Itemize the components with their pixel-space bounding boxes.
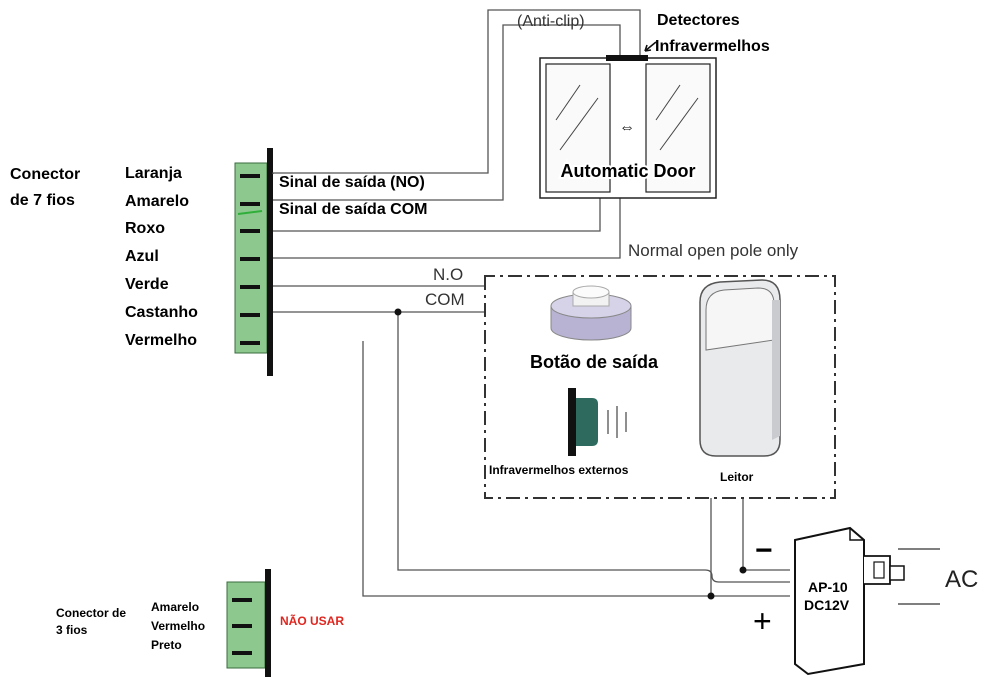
detector-pointer-arrow — [644, 41, 657, 52]
wire-label-roxo: Roxo — [125, 220, 165, 237]
wire-label-castanho: Castanho — [125, 304, 198, 321]
connector3-title-line1: Conector de — [56, 606, 126, 620]
connector7-green-tick — [237, 210, 263, 215]
detectors-label-line1: Detectores — [657, 12, 740, 29]
door-left-panel — [545, 63, 611, 193]
wire-vermelho — [362, 341, 790, 597]
connector7-title-line1: Conector — [10, 166, 80, 183]
infrared-sensor-icon — [568, 388, 627, 456]
relay-com-label: COM — [425, 290, 465, 309]
wire-castanho-drop — [397, 312, 705, 571]
wires — [272, 9, 790, 597]
connector3-bar — [265, 569, 271, 677]
connector3-wire-preto: Preto — [151, 638, 182, 652]
automatic-door: ⇔ Automatic Door — [539, 55, 717, 199]
wire-laranja — [272, 9, 641, 174]
power-model-line1: AP-10 — [808, 579, 848, 595]
connector3-wire-vermelho: Vermelho — [151, 619, 205, 633]
connector7-title-line2: de 7 fios — [10, 192, 75, 209]
wire-label-amarelo: Amarelo — [125, 193, 189, 210]
device-box — [484, 275, 836, 499]
reader-label: Leitor — [720, 470, 754, 484]
connector7-wire-labels: Laranja Amarelo Roxo Azul Verde Castanho… — [125, 165, 198, 349]
wire-label-laranja: Laranja — [125, 165, 182, 182]
relay-no-label: N.O — [433, 265, 463, 284]
connector3-wire-amarelo: Amarelo — [151, 600, 199, 614]
door-label: Automatic Door — [561, 161, 696, 181]
signal-com-label: Sinal de saída COM — [279, 201, 427, 218]
normal-open-label: Normal open pole only — [628, 241, 799, 260]
wire-label-azul: Azul — [125, 248, 159, 265]
exit-button-label: Botão de saída — [530, 352, 659, 372]
connector7-bar — [267, 148, 273, 376]
wire-roxo — [273, 196, 601, 232]
wire-label-vermelho: Vermelho — [125, 332, 197, 349]
ac-lines — [898, 548, 940, 605]
door-arrow-icon: ⇔ — [619, 119, 635, 136]
door-right-panel — [645, 63, 711, 193]
signal-no-label: Sinal de saída (NO) — [279, 174, 425, 191]
power-model-line2: DC12V — [804, 597, 850, 613]
power-supply-icon — [794, 526, 905, 676]
wire-azul — [273, 196, 621, 259]
connector7-block — [234, 148, 273, 376]
wire-crossover — [704, 569, 720, 583]
wire-junctions — [394, 308, 747, 600]
reader-icon — [699, 279, 781, 457]
ac-label: AC — [945, 566, 978, 593]
connector3-pins — [232, 598, 252, 655]
connector7-pins — [240, 174, 260, 345]
infrared-label: Infravermelhos externos — [489, 463, 629, 477]
infrared-detector-bar — [606, 55, 648, 61]
connector3-block — [226, 569, 271, 677]
do-not-use-warning: NÃO USAR — [280, 613, 344, 628]
detectors-label-line2: Infravermelhos — [655, 38, 770, 55]
wire-amarelo — [273, 24, 621, 201]
power-plus-sign: + — [753, 603, 772, 639]
exit-button-icon — [550, 285, 632, 341]
wire-label-verde: Verde — [125, 276, 169, 293]
connector3-title-line2: 3 fios — [56, 623, 88, 637]
anti-clip-label: (Anti-clip) — [517, 13, 585, 30]
power-minus-sign: − — [755, 534, 773, 567]
